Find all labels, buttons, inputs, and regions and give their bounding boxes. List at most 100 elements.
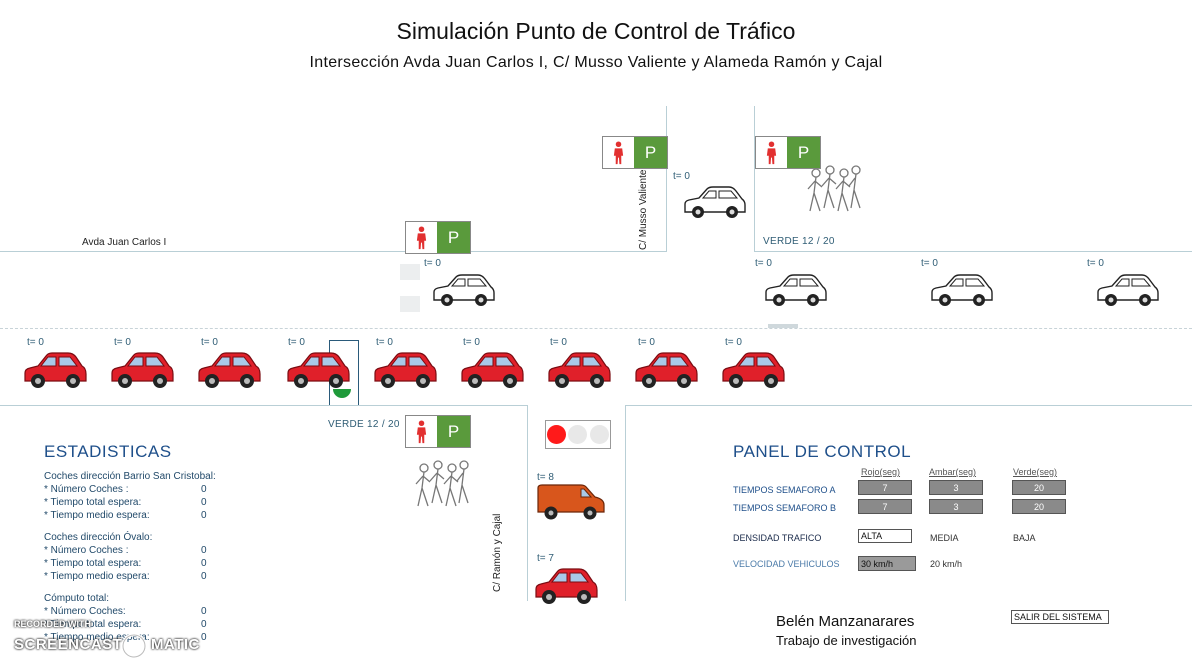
- red-light-icon: [547, 425, 567, 444]
- column-header-rojo: Rojo(seg): [861, 467, 901, 477]
- street-label-ramon: C/ Ramón y Cajal: [492, 513, 503, 592]
- green-signal-icon: [333, 389, 351, 398]
- pedestrian-red-icon: [756, 137, 787, 168]
- stats-label: * Tiempo total espera:: [44, 619, 142, 630]
- stats-value: 0: [201, 606, 207, 617]
- red-car-icon: [720, 350, 786, 390]
- red-car-icon: [22, 350, 88, 390]
- car-timer: t= 0: [27, 337, 44, 348]
- semaforo-b-label: TIEMPOS SEMAFORO B: [733, 503, 837, 513]
- parking-icon: P: [634, 137, 667, 168]
- ramon-edge-right: [625, 405, 626, 601]
- densidad-media-button[interactable]: MEDIA: [930, 533, 959, 543]
- semaforo-a-rojo-input[interactable]: 7: [858, 480, 912, 495]
- pedestrian-red-icon: [406, 222, 437, 253]
- densidad-alta-button[interactable]: ALTA: [858, 529, 912, 543]
- stats-value: 0: [201, 497, 207, 508]
- semaforo-b-verde-input[interactable]: 20: [1012, 499, 1066, 514]
- stats-label: * Número Coches :: [44, 484, 129, 495]
- parking-icon: P: [437, 416, 470, 447]
- verde-status-top: VERDE 12 / 20: [763, 236, 835, 247]
- ghost-block: [400, 264, 420, 280]
- stats-label: * Tiempo medio espera:: [44, 571, 150, 582]
- semaforo-b-rojo-input[interactable]: 7: [858, 499, 912, 514]
- musso-edge-left: [666, 106, 667, 252]
- stats-label: * Número Coches:: [44, 606, 126, 617]
- red-car-icon: [633, 350, 699, 390]
- road-edge-bottom-left: [0, 405, 527, 406]
- street-label-avda: Avda Juan Carlos I: [82, 237, 167, 248]
- stats-group-heading: Coches dirección Óvalo:: [44, 532, 153, 543]
- stats-label: * Tiempo medio espera:: [44, 632, 150, 643]
- densidad-baja-button[interactable]: BAJA: [1013, 533, 1036, 543]
- velocidad-30-button[interactable]: 30 km/h: [858, 556, 916, 571]
- pedestrian-group-icon: [806, 165, 862, 215]
- car-timer: t= 0: [673, 171, 690, 182]
- lane-divider: [0, 328, 1192, 329]
- semaforo-a-label: TIEMPOS SEMAFORO A: [733, 485, 836, 495]
- stats-value: 0: [201, 619, 207, 630]
- signal-musso-right: P: [755, 136, 821, 169]
- watermark-screencast: SCREENCAST: [14, 636, 123, 653]
- stats-title: ESTADISTICAS: [44, 442, 172, 461]
- verde-status-bottom: VERDE 12 / 20: [328, 419, 400, 430]
- car-timer: t= 0: [638, 337, 655, 348]
- red-car-icon: [285, 350, 351, 390]
- column-header-ambar: Ambar(seg): [929, 467, 977, 477]
- semaforo-b-ambar-input[interactable]: 3: [929, 499, 983, 514]
- car-timer: t= 0: [1087, 258, 1104, 269]
- red-car-icon: [196, 350, 262, 390]
- page-title: Simulación Punto de Control de Tráfico: [396, 18, 796, 44]
- watermark-recorded: RECORDED WITH: [14, 619, 91, 629]
- street-label-musso: C/ Musso Valiente: [638, 169, 649, 250]
- signal-avda-bottom: P: [405, 415, 471, 448]
- red-car-icon: [109, 350, 175, 390]
- car-timer: t= 0: [288, 337, 305, 348]
- velocidad-20-button[interactable]: 20 km/h: [930, 559, 963, 569]
- car-timer: t= 7: [537, 553, 554, 564]
- stats-value: 0: [201, 571, 207, 582]
- exit-system-button[interactable]: SALIR DEL SISTEMA: [1011, 610, 1109, 624]
- amber-light-icon: [568, 425, 588, 444]
- semaforo-a-verde-input[interactable]: 20: [1012, 480, 1066, 495]
- traffic-light: [545, 420, 611, 449]
- red-car-icon: [372, 350, 438, 390]
- white-car-icon: [928, 272, 994, 308]
- ramon-edge-left: [527, 405, 528, 601]
- stats-label: * Tiempo medio espera:: [44, 510, 150, 521]
- car-timer: t= 0: [725, 337, 742, 348]
- stats-group-heading: Cómputo total:: [44, 593, 110, 604]
- road-edge-top-left: [0, 251, 666, 252]
- semaforo-a-ambar-input[interactable]: 3: [929, 480, 983, 495]
- road-edge-bottom-right: [625, 405, 1192, 406]
- stats-value: 0: [201, 632, 207, 643]
- red-car-icon: [533, 566, 599, 606]
- author-name: Belén Manzanarares: [776, 613, 915, 630]
- car-timer: t= 0: [550, 337, 567, 348]
- van-timer: t= 8: [537, 472, 554, 483]
- stats-label: * Tiempo total espera:: [44, 558, 142, 569]
- red-car-icon: [546, 350, 612, 390]
- screencast-logo-icon: [121, 633, 147, 659]
- white-car-icon: [430, 272, 496, 308]
- stats-value: 0: [201, 484, 207, 495]
- car-timer: t= 0: [114, 337, 131, 348]
- ghost-block: [768, 324, 798, 328]
- orange-van-icon: [535, 482, 607, 522]
- car-timer: t= 0: [201, 337, 218, 348]
- stats-value: 0: [201, 545, 207, 556]
- watermark-matic: MATIC: [151, 636, 200, 653]
- car-timer: t= 0: [463, 337, 480, 348]
- velocidad-label: VELOCIDAD VEHICULOS: [733, 559, 840, 569]
- pedestrian-group-icon: [414, 460, 470, 510]
- car-timer: t= 0: [755, 258, 772, 269]
- column-header-verde: Verde(seg): [1013, 467, 1058, 477]
- stats-value: 0: [201, 510, 207, 521]
- signal-avda-top: P: [405, 221, 471, 254]
- parking-icon: P: [437, 222, 470, 253]
- red-car-icon: [459, 350, 525, 390]
- white-car-icon: [762, 272, 828, 308]
- parking-icon: P: [787, 137, 820, 168]
- work-label: Trabajo de investigación: [776, 633, 917, 648]
- car-timer: t= 0: [376, 337, 393, 348]
